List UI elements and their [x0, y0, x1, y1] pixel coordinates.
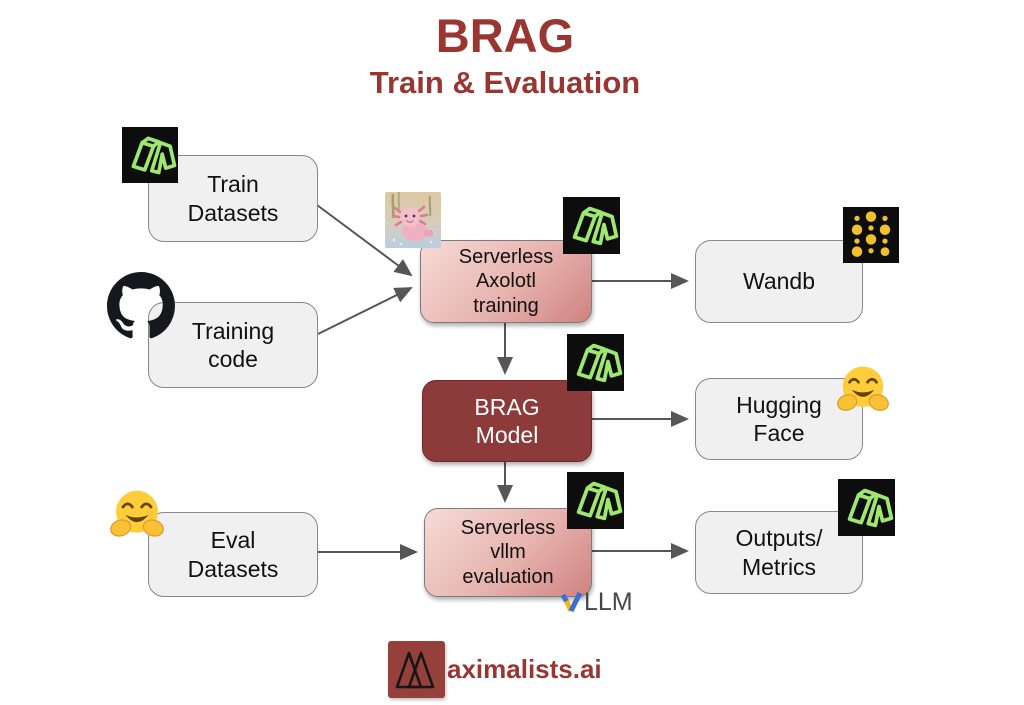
hugging-face-emoji — [109, 486, 165, 542]
page-title: BRAG — [435, 9, 575, 62]
axolotl-image — [385, 191, 441, 248]
modal-icon — [563, 197, 620, 254]
vllm-v-icon — [560, 591, 583, 613]
modal-icon — [838, 479, 895, 536]
wandb-icon — [843, 207, 899, 263]
node-wandb: Wandb — [695, 240, 863, 323]
node-training-code: Training code — [148, 302, 318, 388]
maximalists-logo-icon — [388, 641, 445, 698]
node-train-datasets: Train Datasets — [148, 155, 318, 242]
node-wandb-label: Wandb — [742, 268, 816, 295]
node-serverless-axolotl-label: Serverless Axolotl training — [458, 245, 554, 317]
node-eval-datasets-label: Eval Datasets — [187, 527, 279, 582]
node-eval-datasets: Eval Datasets — [148, 512, 318, 597]
node-outputs-metrics: Outputs/ Metrics — [695, 511, 863, 594]
maximalists-brand-text: aximalists.ai — [447, 654, 602, 684]
page-subtitle: Train & Evaluation — [369, 64, 641, 100]
node-serverless-vllm-evaluation: Serverless vllm evaluation — [424, 508, 592, 597]
vllm-logo: LLM — [560, 589, 633, 615]
node-hugging-face: Hugging Face — [695, 378, 863, 460]
node-train-datasets-label: Train Datasets — [187, 171, 279, 226]
node-outputs-metrics-label: Outputs/ Metrics — [735, 525, 823, 580]
modal-icon — [567, 472, 624, 529]
title-block: BRAG Train & Evaluation — [0, 10, 1017, 100]
modal-icon — [122, 127, 178, 183]
node-brag-model: BRAG Model — [422, 380, 592, 462]
node-brag-model-label: BRAG Model — [474, 393, 540, 448]
node-serverless-vllm-label: Serverless vllm evaluation — [460, 516, 556, 588]
hugging-face-emoji — [836, 362, 890, 416]
modal-icon — [567, 334, 624, 391]
github-icon — [107, 272, 175, 340]
maximalists-brand: aximalists.ai — [388, 641, 602, 698]
vllm-logo-text: LLM — [584, 588, 633, 616]
node-training-code-label: Training code — [191, 317, 275, 372]
node-hugging-face-label: Hugging Face — [736, 391, 822, 446]
